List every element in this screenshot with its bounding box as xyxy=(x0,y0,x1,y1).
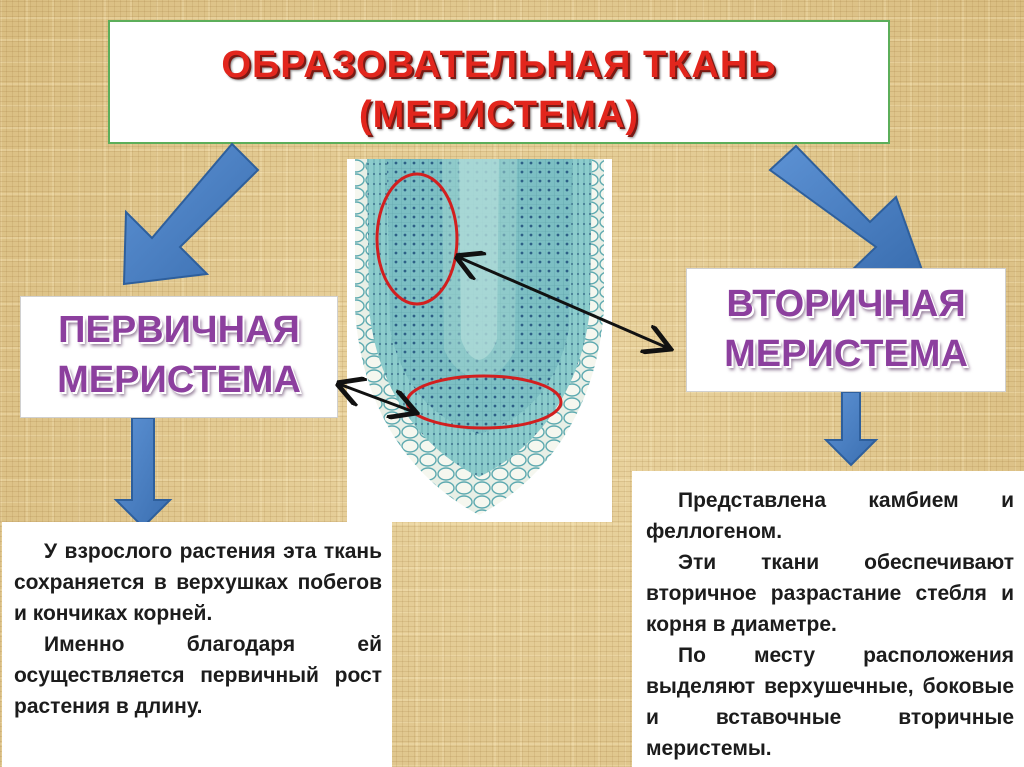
secondary-meristem-label-1: ВТОРИЧНАЯ xyxy=(687,283,1005,326)
down-arrow-icon xyxy=(116,418,170,527)
primary-description-box: У взрослого растения эта ткань сохраняет… xyxy=(2,522,392,767)
page-title-line-1: ОБРАЗОВАТЕЛЬНАЯ ТКАНЬ xyxy=(110,44,888,87)
micrograph-image xyxy=(347,159,612,522)
secondary-meristem-box: ВТОРИЧНАЯ МЕРИСТЕМА xyxy=(686,268,1006,392)
secondary-paragraph-1: Представлена камбием и феллогеном. xyxy=(646,485,1014,547)
down-right-arrow-icon xyxy=(770,146,922,272)
primary-meristem-label-1: ПЕРВИЧНАЯ xyxy=(21,309,337,352)
primary-meristem-label-2: МЕРИСТЕМА xyxy=(21,359,337,402)
title-box: ОБРАЗОВАТЕЛЬНАЯ ТКАНЬ (МЕРИСТЕМА) xyxy=(108,20,890,144)
secondary-description-box: Представлена камбием и феллогеном. Эти т… xyxy=(632,471,1024,767)
down-arrow-icon xyxy=(826,392,876,465)
primary-paragraph-2: Именно благодаря ей осуществляется перви… xyxy=(14,629,382,722)
page-title-line-2: (МЕРИСТЕМА) xyxy=(110,94,888,137)
primary-meristem-box: ПЕРВИЧНАЯ МЕРИСТЕМА xyxy=(20,296,338,418)
root-tip-micrograph xyxy=(347,159,612,522)
secondary-paragraph-3: По месту расположения выделяют верхушечн… xyxy=(646,640,1014,764)
down-left-arrow-icon xyxy=(124,144,258,284)
primary-paragraph-1: У взрослого растения эта ткань сохраняет… xyxy=(14,536,382,629)
secondary-meristem-label-2: МЕРИСТЕМА xyxy=(687,333,1005,376)
secondary-paragraph-2: Эти ткани обеспечивают вторичное разраст… xyxy=(646,547,1014,640)
